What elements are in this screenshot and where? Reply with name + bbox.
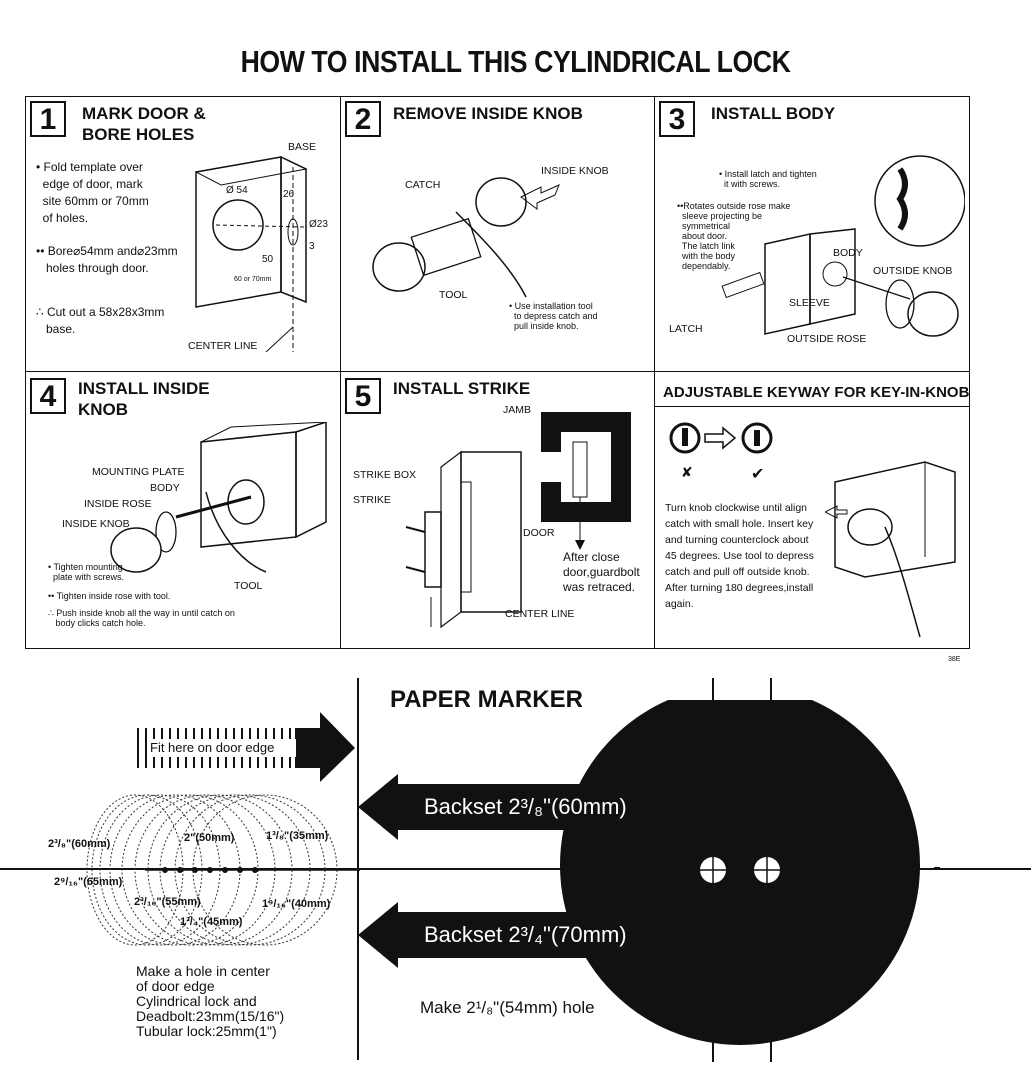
label-inside-knob: INSIDE KNOB — [62, 518, 130, 530]
ring-label-50: 2"(50mm) — [184, 832, 235, 844]
page-title: HOW TO INSTALL THIS CYLINDRICAL LOCK — [240, 44, 791, 79]
step-note-2: ••Rotates outside rose make sleeve proje… — [677, 201, 791, 271]
dim-edge: 60 or 70mm — [234, 276, 272, 283]
check-icon: ✔ — [751, 466, 765, 483]
label-inside-knob: INSIDE KNOB — [541, 165, 609, 177]
step-note: After close door,guardbolt was retraced. — [563, 550, 640, 594]
keyway-heading: ADJUSTABLE KEYWAY FOR KEY-IN-KNOB — [663, 384, 969, 401]
ring-label-55: 2³/₁₆"(55mm) — [134, 896, 201, 908]
label-center-line: CENTER LINE — [505, 608, 575, 620]
hole-size-label: Make 2¹/₈"(54mm) hole — [420, 998, 595, 1017]
dim-23: Ø23 — [309, 219, 328, 230]
step-heading: MARK DOOR & BORE HOLES — [82, 104, 206, 144]
step-number: 5 — [345, 378, 381, 414]
step-5-panel: 5 INSTALL STRIKE JAMB STRIKE BOX STRIKE … — [341, 372, 655, 648]
door-template-diagram — [194, 155, 308, 353]
ring-label-35: 1³/₈"(35mm) — [266, 830, 329, 842]
ring-label-65: 2⁹/₁₆"(65mm) — [54, 876, 123, 888]
ring-label-60: 2³/₈"(60mm) — [48, 838, 111, 850]
step-3-panel: 3 INSTALL BODY • Install latch and tight… — [655, 97, 969, 372]
backset-60-label: Backset 2³/₈"(60mm) — [424, 794, 627, 819]
label-door: DOOR — [523, 527, 555, 539]
remove-knob-diagram — [372, 177, 560, 298]
dim-50: 50 — [262, 254, 274, 265]
step-number: 2 — [345, 101, 381, 137]
install-inside-knob-diagram — [110, 422, 327, 573]
label-body: BODY — [833, 247, 863, 259]
step-number: 1 — [30, 101, 66, 137]
label-outside-knob: OUTSIDE KNOB — [873, 265, 953, 277]
ring-label-40: 1⁹/₁₆"(40mm) — [262, 898, 331, 910]
install-strike-diagram — [405, 412, 631, 629]
dim-3: 3 — [309, 241, 315, 252]
label-strike-box: STRIKE BOX — [353, 469, 417, 481]
horizontal-center-line — [0, 868, 1031, 870]
keyway-diagram — [825, 461, 956, 638]
step-heading: REMOVE INSIDE KNOB — [393, 104, 583, 123]
edge-hole-instructions: Make a hole in center of door edge Cylin… — [136, 963, 285, 1039]
label-body: BODY — [150, 482, 180, 494]
step-heading: INSTALL INSIDE KNOB — [78, 379, 210, 419]
step-2-panel: 2 REMOVE INSIDE KNOB CATCH INSIDE KNOB T… — [341, 97, 655, 372]
edge-bore-rings — [86, 794, 360, 946]
step-note-1: • Install latch and tighten it with scre… — [719, 169, 817, 189]
step-1-panel: 1 MARK DOOR & BORE HOLES • Fold template… — [26, 97, 341, 372]
label-sleeve: SLEEVE — [789, 297, 830, 309]
ring-label-45: 1³/₄"(45mm) — [180, 916, 243, 928]
keyway-panel: ADJUSTABLE KEYWAY FOR KEY-IN-KNOB ✘ ✔ Tu… — [655, 372, 969, 648]
label-tool: TOOL — [439, 289, 468, 301]
label-inside-rose: INSIDE ROSE — [84, 498, 152, 510]
backset-70-arrow — [358, 902, 658, 968]
label-catch: CATCH — [405, 179, 441, 191]
wrong-icon: ✘ — [681, 464, 693, 480]
instruction-grid: 1 MARK DOOR & BORE HOLES • Fold template… — [25, 96, 970, 649]
keyway-orientation-icon — [669, 422, 773, 454]
step-number: 3 — [659, 101, 695, 137]
page-code: 38E — [948, 656, 961, 663]
dim-26: 26 — [283, 189, 295, 200]
fit-arrow — [137, 712, 355, 782]
step-note-2: •• Tighten inside rose with tool. — [48, 591, 171, 601]
keyway-note: Turn knob clockwise until align catch wi… — [665, 502, 814, 610]
label-latch: LATCH — [669, 323, 703, 335]
step-4-panel: 4 INSTALL INSIDE KNOB MOUNTING PLATE BOD… — [26, 372, 341, 648]
step-note-2: •• Bore⌀54mm and⌀23mm holes through door… — [36, 244, 178, 275]
hole-template — [560, 700, 940, 1045]
label-mounting-plate: MOUNTING PLATE — [92, 466, 185, 478]
step-note-3: ∴ Cut out a 58x28x3mm base. — [36, 305, 165, 336]
install-body-diagram — [721, 155, 965, 337]
step-number: 4 — [30, 378, 66, 414]
fit-here-label: Fit here on door edge — [150, 740, 275, 755]
paper-marker-title: PAPER MARKER — [390, 686, 583, 713]
label-center-line: CENTER LINE — [188, 340, 258, 352]
label-base: BASE — [288, 141, 317, 153]
dim-54: Ø 54 — [226, 185, 248, 196]
label-tool: TOOL — [234, 580, 263, 592]
step-heading: INSTALL BODY — [711, 104, 836, 123]
step-note: • Use installation tool to depress catch… — [509, 301, 598, 331]
step-heading: INSTALL STRIKE — [393, 379, 531, 398]
label-outside-rose: OUTSIDE ROSE — [787, 333, 867, 345]
step-note-3: ∴ Push inside knob all the way in until … — [48, 608, 235, 628]
step-note-1: • Tighten mounting plate with screws. — [48, 562, 125, 582]
label-jamb: JAMB — [503, 404, 532, 416]
label-strike: STRIKE — [353, 494, 391, 506]
backset-60-arrow — [358, 774, 658, 840]
step-note-1: • Fold template over edge of door, mark … — [36, 160, 149, 225]
backset-70-label: Backset 2³/₄"(70mm) — [424, 922, 627, 947]
